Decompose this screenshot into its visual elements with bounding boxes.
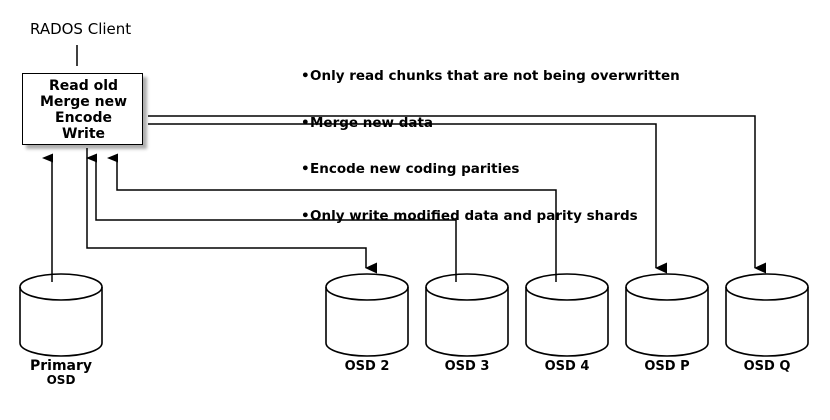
osd-label-osdp: OSD P bbox=[624, 359, 710, 374]
read-arrow-osd4 bbox=[107, 153, 557, 282]
bullet-text: Merge new data bbox=[310, 114, 434, 131]
list-item: • Only read chunks that are not being ov… bbox=[301, 68, 680, 85]
process-step-write: Write bbox=[61, 126, 106, 142]
osd-cylinder-osd2[interactable]: OSD 2 bbox=[324, 273, 410, 374]
bullet-list: • Only read chunks that are not being ov… bbox=[301, 38, 680, 255]
osd-label-osdq: OSD Q bbox=[724, 359, 810, 374]
cylinder-shape bbox=[625, 273, 709, 357]
write-arrow-osdq bbox=[148, 115, 766, 274]
osd-cylinder-osdp[interactable]: OSD P bbox=[624, 273, 710, 374]
list-item: • Only write modified data and parity sh… bbox=[301, 207, 680, 225]
osd-label-text: OSD 4 bbox=[544, 359, 590, 374]
process-step-read-old: Read old bbox=[48, 78, 119, 94]
bullet-text: Only write modified data and parity shar… bbox=[310, 207, 638, 224]
osd-cylinder-osd4[interactable]: OSD 4 bbox=[524, 273, 610, 374]
cylinder-shape bbox=[725, 273, 809, 357]
osd-label-text: OSD Q bbox=[743, 359, 791, 374]
osd-label-osd2: OSD 2 bbox=[324, 359, 410, 374]
write-arrow-osdp bbox=[148, 123, 667, 274]
cylinder-shape bbox=[425, 273, 509, 357]
process-step-merge-new: Merge new bbox=[39, 94, 128, 110]
osd-label-osd3: OSD 3 bbox=[424, 359, 510, 374]
cylinder-shape bbox=[325, 273, 409, 357]
osd-label-text: OSD P bbox=[644, 359, 690, 374]
ec-partial-write-process-box: Read old Merge new Encode Write bbox=[22, 73, 143, 145]
bullet-text: Only read chunks that are not being over… bbox=[310, 68, 680, 84]
osd-label-text: OSD 2 bbox=[344, 359, 390, 374]
write-arrow-osd2 bbox=[86, 148, 377, 274]
bullet-dot-icon: • bbox=[301, 114, 310, 131]
bullet-dot-icon: • bbox=[301, 207, 310, 224]
osd-label-osd4: OSD 4 bbox=[524, 359, 610, 374]
osd-label-text: OSD 3 bbox=[444, 359, 490, 374]
list-item: • Merge new data bbox=[301, 114, 680, 132]
osd-cylinder-osd3[interactable]: OSD 3 bbox=[424, 273, 510, 374]
process-step-encode: Encode bbox=[55, 110, 112, 126]
rados-client-title: RADOS Client bbox=[30, 20, 132, 38]
read-arrow-osd3 bbox=[86, 153, 457, 282]
process-step-list: Read old Merge new Encode Write bbox=[23, 74, 144, 146]
cylinder-shape bbox=[525, 273, 609, 357]
osd-sublabel-text: OSD bbox=[46, 373, 76, 387]
bullet-text: Encode new coding parities bbox=[310, 161, 520, 177]
osd-label-text: Primary bbox=[29, 358, 93, 374]
bullet-dot-icon: • bbox=[301, 68, 310, 84]
list-item: • Encode new coding parities bbox=[301, 161, 680, 178]
bullet-dot-icon: • bbox=[301, 161, 310, 177]
osd-cylinder-osdq[interactable]: OSD Q bbox=[724, 273, 810, 374]
cylinder-shape bbox=[19, 273, 103, 357]
